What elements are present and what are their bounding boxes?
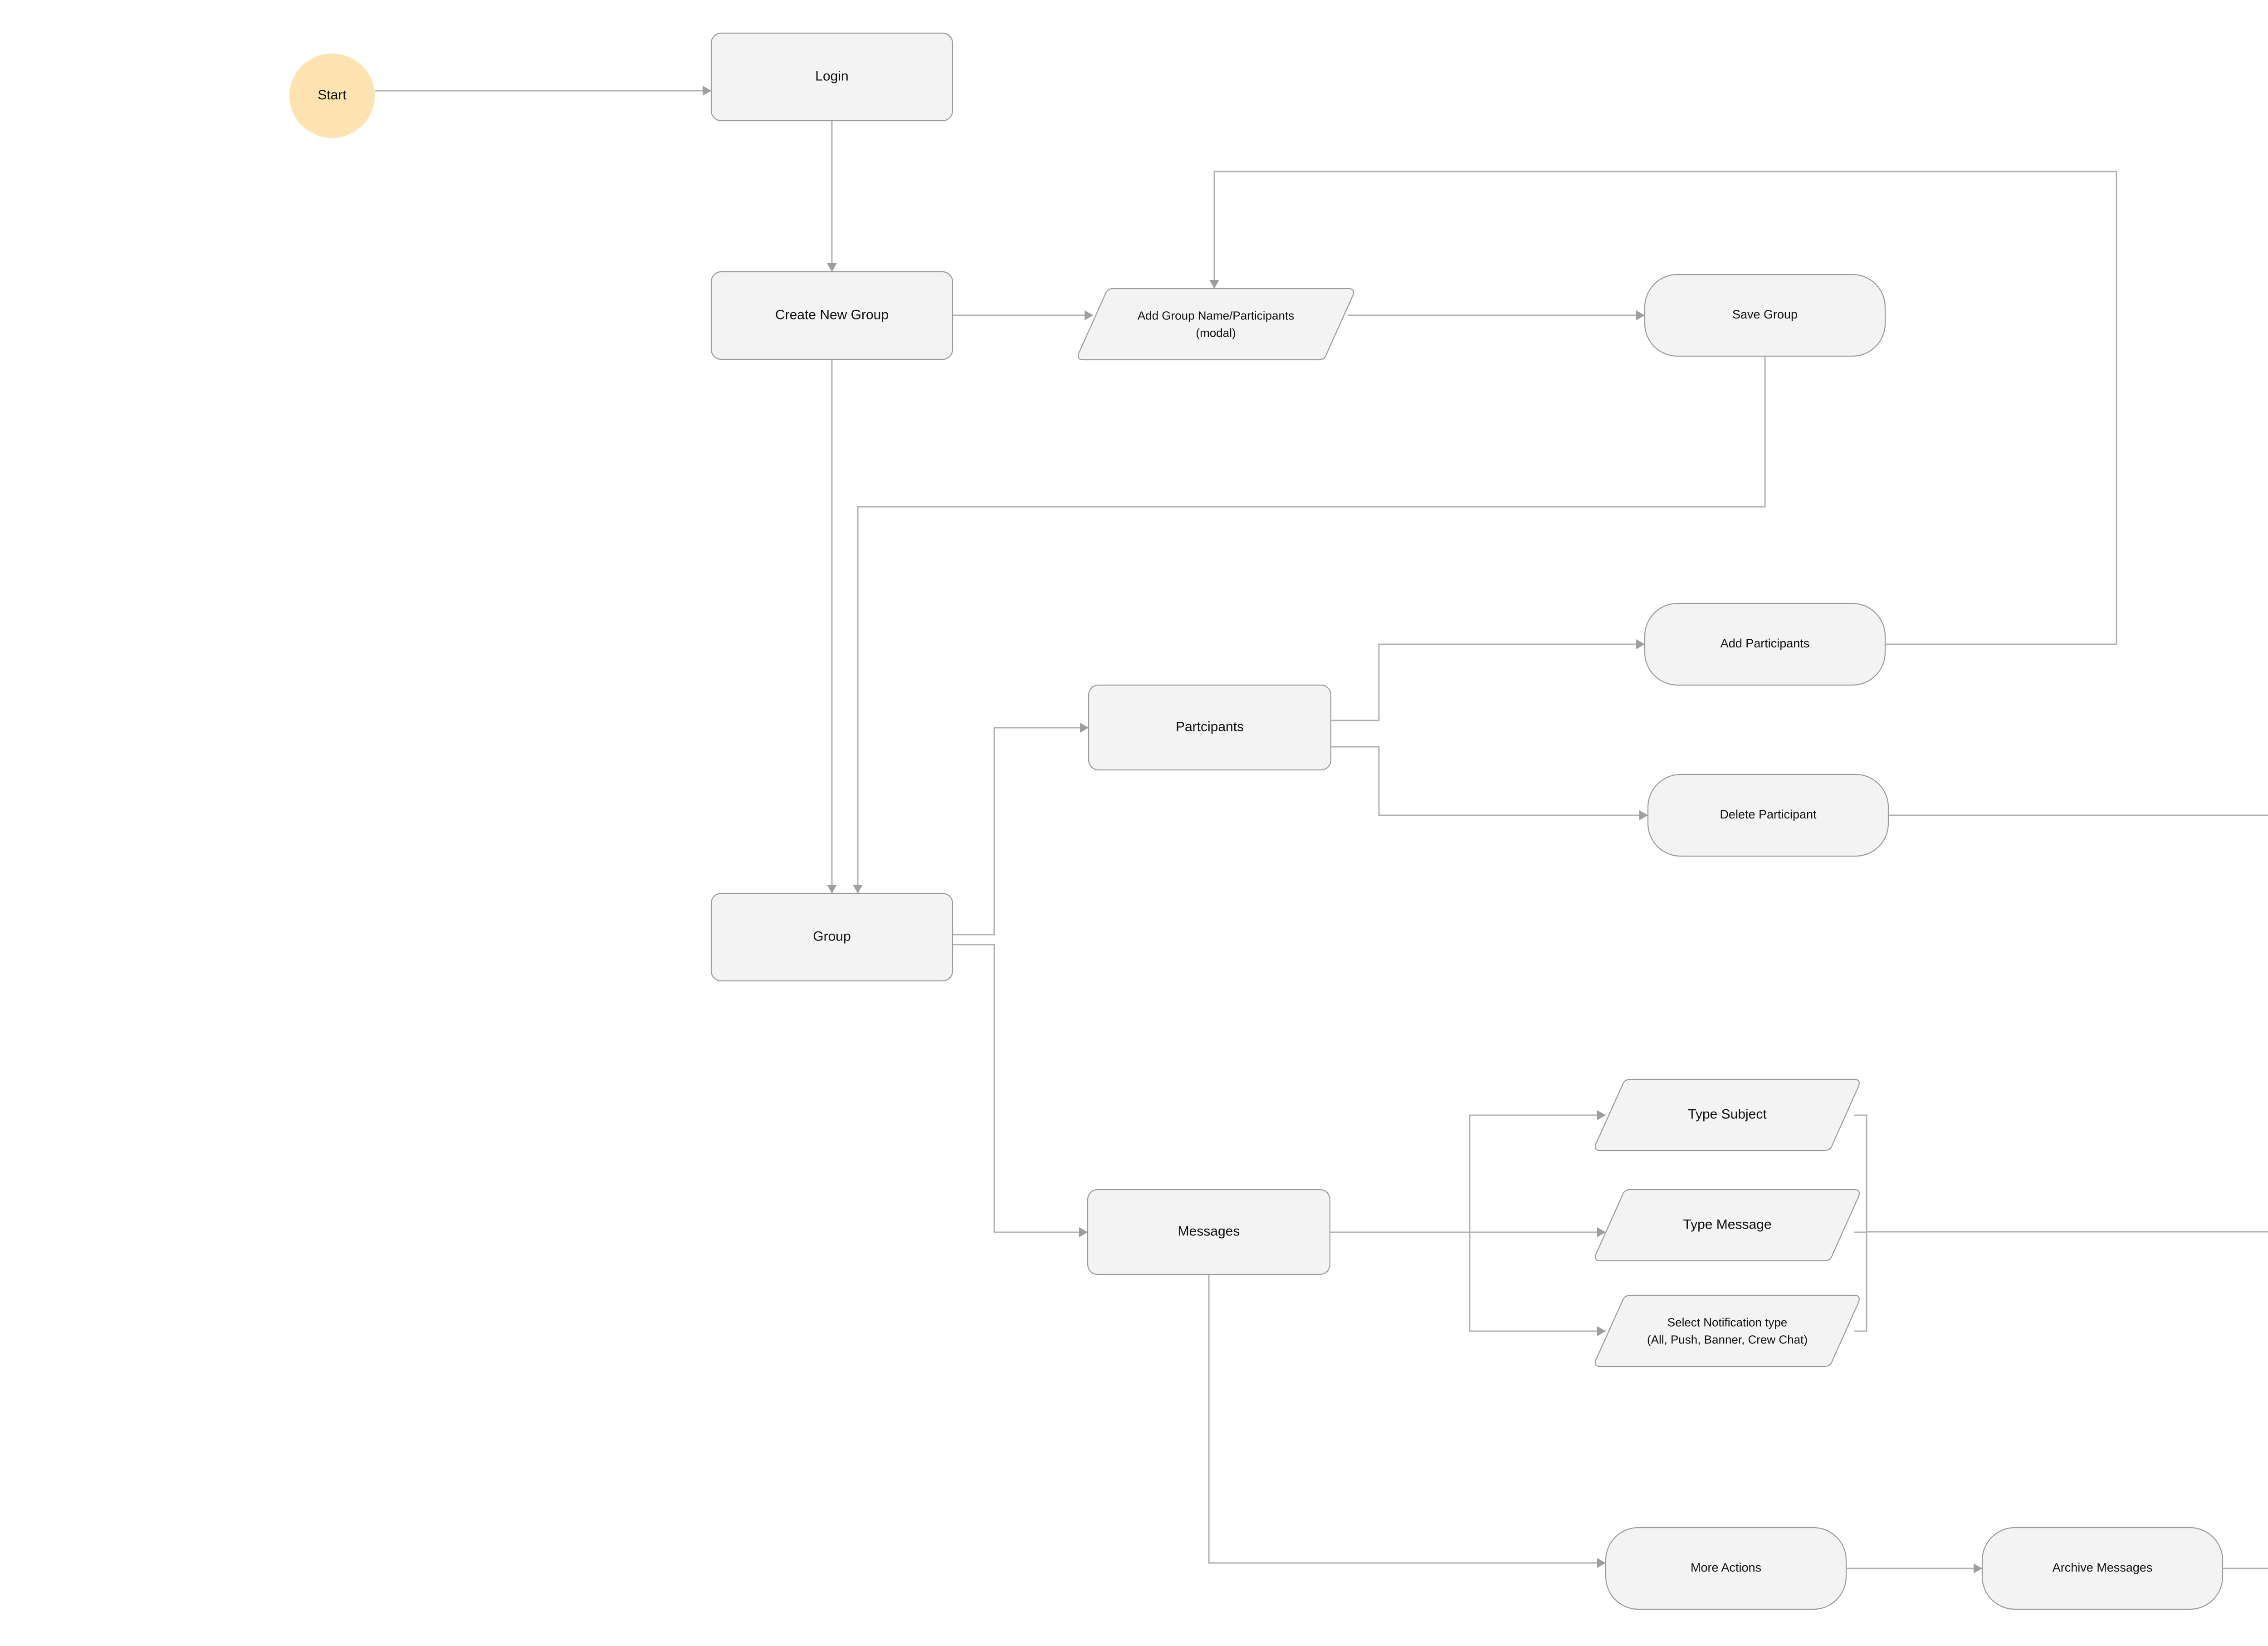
node-label: Login <box>815 69 848 83</box>
edge-select_notif-to-send_message <box>1854 1232 1867 1332</box>
node-label: Create New Group <box>775 307 889 322</box>
arrowhead <box>1597 1110 1606 1120</box>
parallelogram-shape <box>1595 1189 1860 1262</box>
rect-shape <box>710 892 953 982</box>
node-label-line1: Select Notification type <box>1667 1315 1787 1329</box>
node-label: Partcipants <box>1176 719 1244 734</box>
node-label: Type Subject <box>1688 1107 1767 1122</box>
arrowhead <box>827 885 837 893</box>
arrowhead <box>1080 723 1089 733</box>
edge-more_actions-to-archive_msgs <box>1846 1563 1982 1573</box>
pill-shape <box>1605 1527 1847 1610</box>
edge-add_modal-to-save_group <box>1348 310 1645 320</box>
pill-shape <box>1981 1527 2224 1610</box>
parallelogram-shape <box>1595 1078 1860 1151</box>
edge-participants-to-add_parts <box>1331 639 1645 721</box>
edge-line <box>857 356 1766 893</box>
edge-create_group-to-add_modal <box>953 310 1093 320</box>
node-label-line2: (All, Push, Banner, Crew Chat) <box>1647 1332 1808 1346</box>
arrowhead <box>1636 639 1645 649</box>
arrowhead <box>1597 1558 1606 1568</box>
arrowhead <box>1597 1326 1606 1336</box>
arrowhead <box>827 263 837 272</box>
arrowhead <box>1209 280 1219 289</box>
arrowhead <box>1636 310 1645 320</box>
node-start[interactable]: Start <box>289 54 375 138</box>
rect-shape <box>710 271 953 360</box>
parallelogram-shape <box>1078 288 1354 361</box>
edge-messages-to-more_actions <box>1208 1274 1606 1568</box>
node-label: Group <box>813 929 850 944</box>
edge-type_subject-to-send_message <box>1854 1114 2268 1233</box>
node-label-line1: Add Group Name/Participants <box>1138 309 1294 322</box>
edge-line <box>1331 643 1645 721</box>
edge-line <box>1854 1114 2268 1233</box>
node-label: More Actions <box>1691 1561 1761 1574</box>
node-participants[interactable]: Partcipants <box>1088 684 1332 771</box>
edge-start-to-login <box>375 86 711 96</box>
arrowhead <box>1639 810 1648 820</box>
edge-group-to-participants <box>953 723 1089 936</box>
edge-login-to-create_group <box>827 121 837 272</box>
node-create_group[interactable]: Create New Group <box>710 271 953 360</box>
node-label: Type Message <box>1683 1217 1771 1232</box>
node-label: Delete Participant <box>1720 808 1817 821</box>
node-label: Save Group <box>1732 308 1798 321</box>
arrowhead <box>1974 1563 1982 1573</box>
pill-shape <box>1644 274 1886 357</box>
node-label: Start <box>318 88 347 103</box>
edge-line <box>1469 1232 1606 1332</box>
node-label: Messages <box>1178 1224 1240 1239</box>
edge-line <box>953 944 1088 1233</box>
edge-create_group-to-group <box>827 359 837 893</box>
rect-shape <box>1087 1189 1331 1275</box>
node-group[interactable]: Group <box>710 892 953 982</box>
node-type_subject[interactable]: Type Subject <box>1595 1078 1860 1151</box>
edge-save_group-to-group <box>853 356 1766 893</box>
edge-participants-to-del_part <box>1331 746 1648 820</box>
node-add_modal[interactable]: Add Group Name/Participants (modal) <box>1078 288 1354 361</box>
edge-group-to-messages <box>953 944 1088 1237</box>
edge-line <box>1331 746 1648 816</box>
node-add_parts[interactable]: Add Participants <box>1644 603 1886 686</box>
node-select_notif[interactable]: Select Notification type (All, Push, Bann… <box>1595 1294 1860 1367</box>
edge-line <box>1854 1232 1867 1332</box>
edge-add_parts-to-add_modal <box>1209 171 2117 645</box>
rect-shape <box>710 32 953 122</box>
pill-shape <box>1647 774 1889 857</box>
edge-messages-to-select_notif <box>1469 1232 1606 1336</box>
node-archive_msgs[interactable]: Archive Messages <box>1981 1527 2224 1610</box>
edge-line <box>1330 1114 1606 1233</box>
node-label-line2: (modal) <box>1196 326 1236 339</box>
edge-del_part-to-confirm1 <box>1888 814 2268 816</box>
edge-line <box>1213 171 2117 645</box>
pill-shape <box>1644 603 1886 686</box>
node-del_part[interactable]: Delete Participant <box>1647 774 1889 857</box>
rect-shape <box>1088 684 1332 771</box>
arrowhead <box>853 885 863 893</box>
arrowhead <box>1085 310 1093 320</box>
edge-line <box>953 727 1089 936</box>
node-save_group[interactable]: Save Group <box>1644 274 1886 357</box>
node-login[interactable]: Login <box>710 32 953 122</box>
parallelogram-shape <box>1595 1294 1860 1367</box>
edge-messages-to-type_message <box>1330 1227 1606 1237</box>
edge-layer <box>375 86 2268 1573</box>
node-more_actions[interactable]: More Actions <box>1605 1527 1847 1610</box>
node-label: Add Participants <box>1721 637 1810 650</box>
arrowhead <box>1597 1227 1606 1237</box>
edge-archive_msgs-to-confirm2 <box>2223 1568 2268 1569</box>
arrowhead <box>703 86 711 96</box>
node-type_message[interactable]: Type Message <box>1595 1189 1860 1262</box>
arrowhead <box>1079 1227 1088 1237</box>
node-label: Archive Messages <box>2053 1561 2153 1574</box>
edge-line <box>1208 1274 1606 1564</box>
start-ellipse <box>289 54 375 138</box>
node-messages[interactable]: Messages <box>1087 1189 1331 1275</box>
edge-messages-to-type_subject <box>1330 1110 1606 1233</box>
